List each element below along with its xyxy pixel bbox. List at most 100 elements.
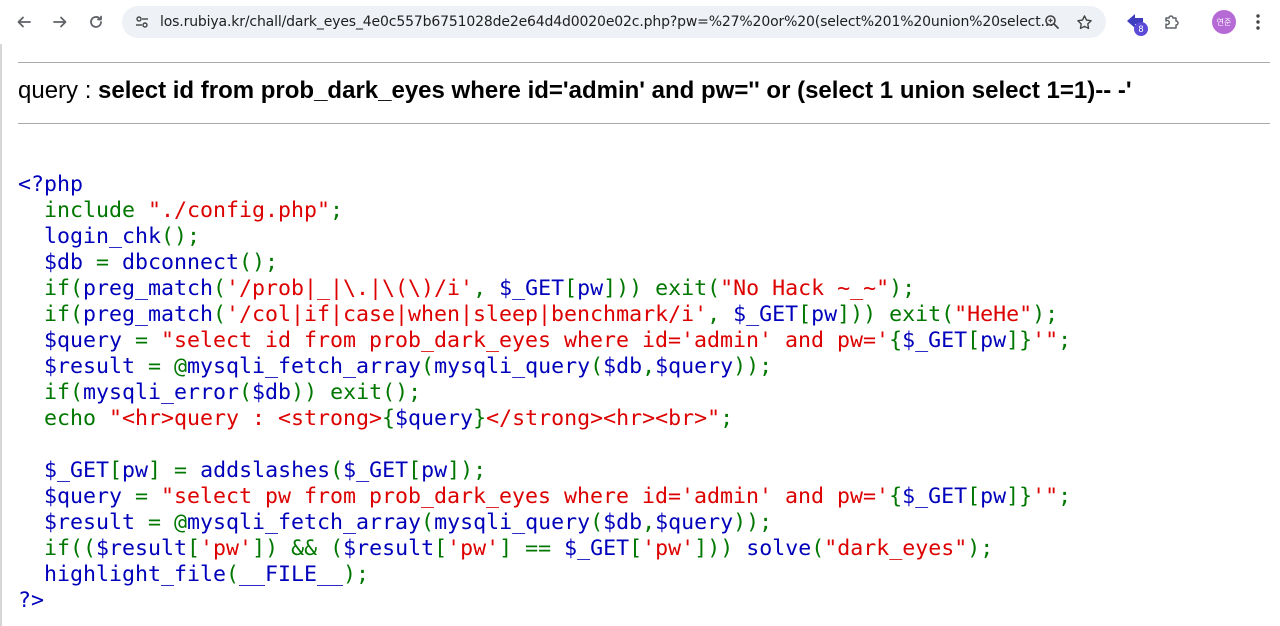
code-token: 'pw' bbox=[642, 536, 695, 561]
code-line: echo "<hr>query : <strong>{$query}</stro… bbox=[18, 406, 1071, 432]
reload-icon[interactable] bbox=[82, 8, 110, 36]
code-token: { bbox=[889, 328, 903, 353]
query-output: query : select id from prob_dark_eyes wh… bbox=[18, 77, 1132, 105]
profile-initials: 연준 bbox=[1216, 17, 1232, 27]
forward-arrow-icon[interactable] bbox=[46, 8, 74, 36]
code-token: ; bbox=[330, 198, 344, 223]
code-token: ])) exit( bbox=[837, 302, 955, 327]
code-token: $_GET bbox=[733, 302, 799, 327]
code-line: $_GET[pw] = addslashes($_GET[pw]); bbox=[18, 458, 1071, 484]
code-token: login_chk bbox=[18, 224, 162, 249]
code-token: 'pw' bbox=[200, 536, 253, 561]
code-token: )); bbox=[733, 510, 773, 535]
code-token: ); bbox=[343, 562, 370, 587]
url-text[interactable]: los.rubiya.kr/chall/dark_eyes_4e0c557b67… bbox=[160, 14, 1054, 30]
code-token: include bbox=[18, 198, 149, 223]
code-token: if( bbox=[18, 380, 84, 405]
code-token: )) exit(); bbox=[291, 380, 422, 405]
code-token: $query bbox=[18, 328, 136, 353]
top-divider bbox=[18, 62, 1270, 63]
code-token: addslashes bbox=[200, 458, 331, 483]
code-token: , bbox=[473, 276, 500, 301]
php-source-code: <?php include "./config.php"; login_chk(… bbox=[18, 172, 1071, 614]
code-token: '" bbox=[1032, 328, 1059, 353]
code-token: "<hr>query : <strong> bbox=[109, 406, 383, 431]
code-token: $result bbox=[343, 536, 435, 561]
code-token: = bbox=[135, 484, 162, 509]
code-token: ( bbox=[811, 536, 825, 561]
zoom-icon[interactable] bbox=[1042, 12, 1062, 32]
more-menu-icon[interactable] bbox=[1248, 10, 1268, 34]
code-token: $db bbox=[603, 510, 643, 535]
code-token: (); bbox=[239, 250, 279, 275]
code-token: ); bbox=[1032, 302, 1059, 327]
code-token: if( bbox=[18, 276, 84, 301]
code-token: ]} bbox=[1006, 328, 1033, 353]
code-line: if(mysqli_error($db)) exit(); bbox=[18, 380, 1071, 406]
code-token: ); bbox=[967, 536, 994, 561]
code-token: ; bbox=[1058, 484, 1072, 509]
code-token: pw bbox=[980, 328, 1007, 353]
bookmark-star-icon[interactable] bbox=[1074, 12, 1094, 32]
browser-toolbar: los.rubiya.kr/chall/dark_eyes_4e0c557b67… bbox=[0, 0, 1280, 44]
code-token: dbconnect bbox=[122, 250, 240, 275]
code-line: $query = "select pw from prob_dark_eyes … bbox=[18, 484, 1071, 510]
code-line: <?php bbox=[18, 172, 1071, 198]
code-token: ; bbox=[720, 406, 734, 431]
code-token: , bbox=[707, 302, 734, 327]
code-token: ]); bbox=[447, 458, 487, 483]
extension-badge: 8 bbox=[1134, 22, 1148, 36]
extension-icon[interactable] bbox=[1124, 10, 1150, 36]
code-token: ( bbox=[330, 458, 344, 483]
code-token: ( bbox=[239, 380, 253, 405]
code-token: pw bbox=[577, 276, 604, 301]
code-token: , bbox=[642, 354, 656, 379]
code-token: ( bbox=[213, 302, 227, 327]
code-token: "./config.php" bbox=[148, 198, 331, 223]
code-token: ( bbox=[590, 354, 604, 379]
code-token: pw bbox=[980, 484, 1007, 509]
code-token: $_GET bbox=[564, 536, 630, 561]
url-host: los.rubiya.kr bbox=[160, 14, 245, 30]
code-token: $result bbox=[18, 510, 149, 535]
code-token: $query bbox=[655, 510, 734, 535]
query-label: query : bbox=[18, 77, 99, 104]
code-token: ])) exit( bbox=[603, 276, 721, 301]
code-token: ]} bbox=[1006, 484, 1033, 509]
code-token: = @ bbox=[148, 354, 188, 379]
code-line: $result = @mysqli_fetch_array(mysqli_que… bbox=[18, 510, 1071, 536]
code-token: ?> bbox=[18, 588, 45, 613]
code-token: = @ bbox=[148, 510, 188, 535]
code-line: login_chk(); bbox=[18, 224, 1071, 250]
code-token: ( bbox=[213, 276, 227, 301]
code-token: ] = bbox=[148, 458, 201, 483]
code-token: , bbox=[642, 510, 656, 535]
code-token: $result bbox=[18, 354, 149, 379]
code-token: mysqli_fetch_array bbox=[187, 510, 422, 535]
code-token: '" bbox=[1032, 484, 1059, 509]
code-token: [ bbox=[798, 302, 812, 327]
code-token: if( bbox=[18, 302, 84, 327]
code-line: $query = "select id from prob_dark_eyes … bbox=[18, 328, 1071, 354]
code-token: ); bbox=[889, 276, 916, 301]
code-token: </strong><hr><br>" bbox=[486, 406, 721, 431]
code-token: "dark_eyes" bbox=[824, 536, 968, 561]
code-token: [ bbox=[967, 484, 981, 509]
code-token: if(( bbox=[18, 536, 97, 561]
query-text: select id from prob_dark_eyes where id='… bbox=[98, 77, 1132, 104]
code-token: = bbox=[135, 328, 162, 353]
code-token: ] == bbox=[499, 536, 565, 561]
puzzle-icon[interactable] bbox=[1158, 8, 1186, 36]
code-token: "HeHe" bbox=[954, 302, 1033, 327]
code-token: { bbox=[889, 484, 903, 509]
code-token: $db bbox=[18, 250, 97, 275]
site-info-icon[interactable] bbox=[132, 12, 152, 32]
back-arrow-icon[interactable] bbox=[10, 8, 38, 36]
code-token: [ bbox=[109, 458, 123, 483]
code-line bbox=[18, 432, 1071, 458]
address-bar[interactable]: los.rubiya.kr/chall/dark_eyes_4e0c557b67… bbox=[122, 6, 1106, 38]
code-token: [ bbox=[629, 536, 643, 561]
profile-avatar[interactable]: 연준 bbox=[1212, 10, 1236, 34]
code-token: "No Hack ~_~" bbox=[720, 276, 890, 301]
code-token: preg_match bbox=[83, 302, 214, 327]
